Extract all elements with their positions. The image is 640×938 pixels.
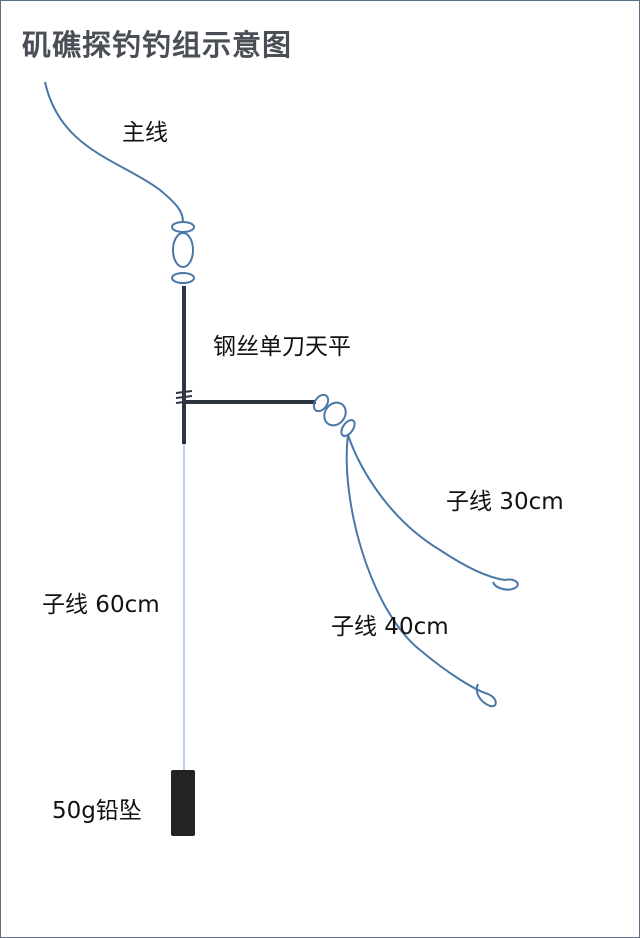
hook-icon — [475, 683, 497, 708]
sub-line-60-label: 子线 60cm — [42, 592, 160, 618]
arm-swivel-icon — [312, 393, 356, 437]
diagram-title: 矶礁探钓钓组示意图 — [22, 28, 293, 62]
sub-line-40cm — [345, 434, 489, 695]
wire-balance-label: 钢丝单刀天平 — [213, 334, 351, 360]
sub-line-40-label: 子线 40cm — [331, 614, 449, 640]
main-line-label: 主线 — [122, 120, 168, 146]
sinker-weight — [171, 770, 195, 836]
swivel-icon — [171, 221, 195, 284]
sub-line-30cm — [347, 434, 506, 581]
sub-line-30-label: 子线 30cm — [446, 489, 564, 515]
hook-icon — [492, 578, 519, 591]
main-line — [44, 81, 184, 223]
wire-coil-icon — [175, 390, 193, 404]
sinker-label: 50g铅坠 — [52, 798, 142, 824]
